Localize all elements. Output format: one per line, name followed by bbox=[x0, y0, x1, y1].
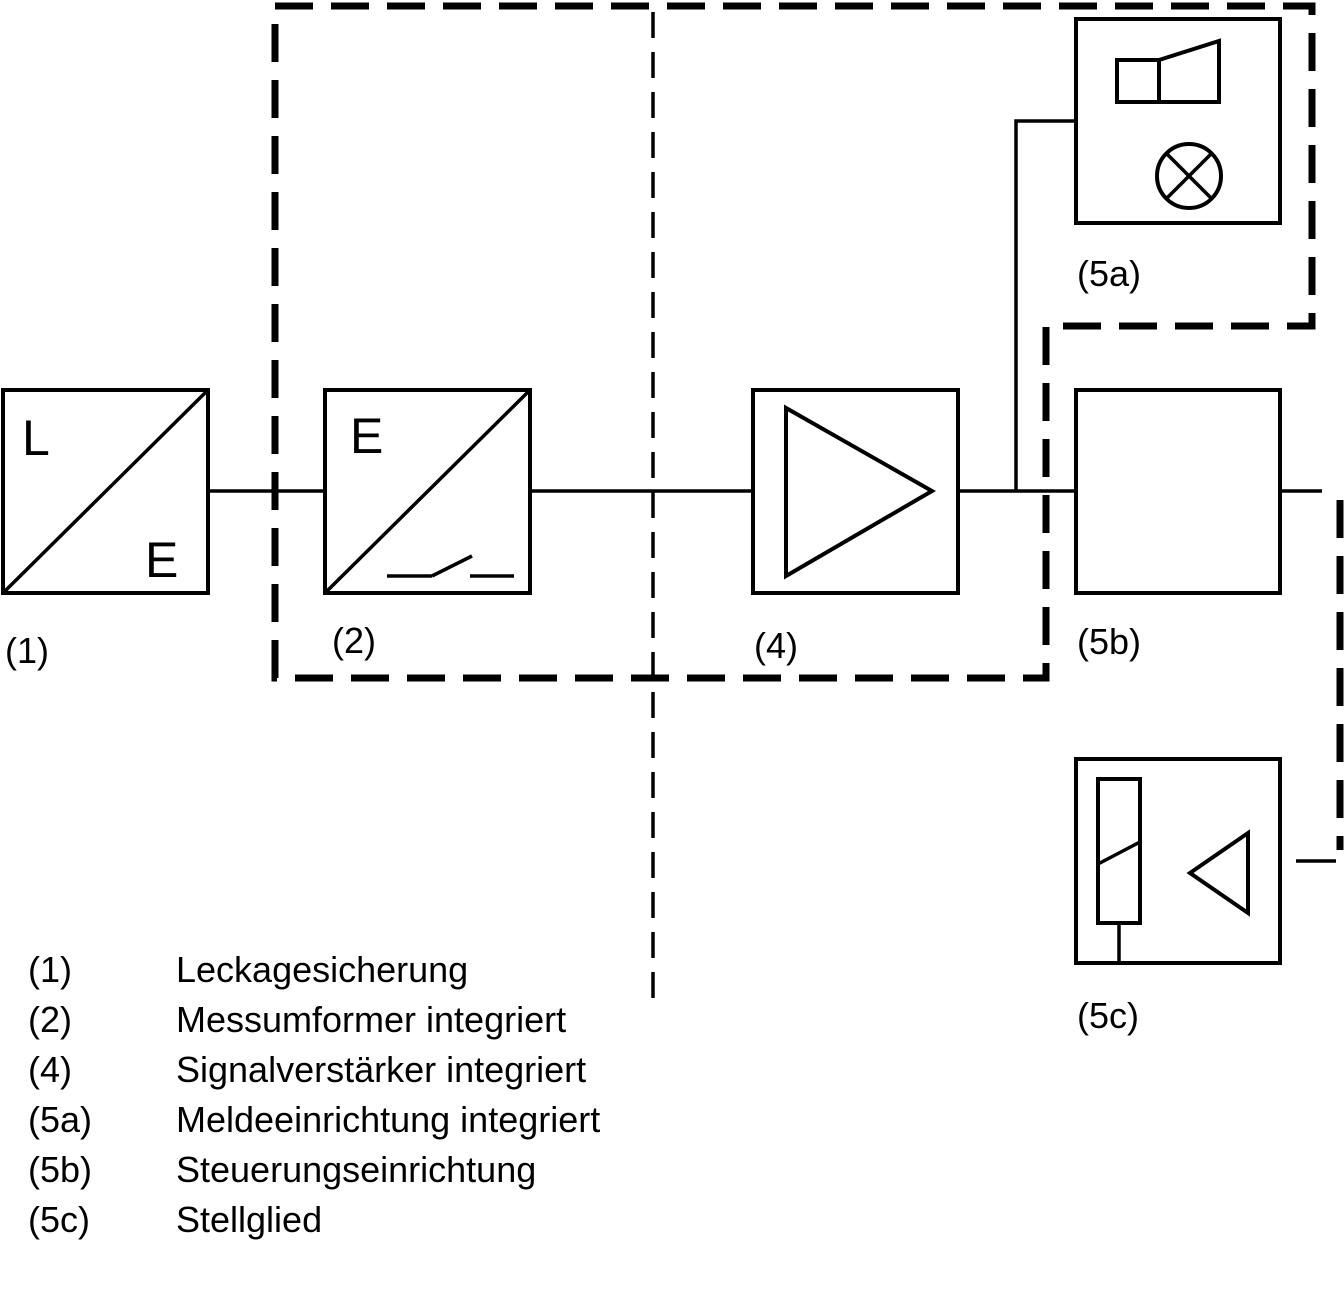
valve-triangle-icon bbox=[1186, 829, 1250, 917]
block-2-transducer: E bbox=[323, 388, 532, 595]
block-5a-alarm bbox=[1074, 17, 1282, 225]
block-5c-label: (5c) bbox=[1077, 995, 1139, 1036]
legend-text: Steuerungseinrichtung bbox=[176, 1149, 536, 1190]
block-5a-label: (5a) bbox=[1077, 253, 1141, 294]
block-4-label: (4) bbox=[754, 625, 798, 666]
solenoid-icon bbox=[1096, 777, 1142, 963]
block-1-top-letter: L bbox=[22, 410, 50, 466]
legend-key: (5a) bbox=[28, 1099, 92, 1140]
legend-text: Meldeeinrichtung integriert bbox=[176, 1099, 600, 1140]
block-5b-control bbox=[1074, 388, 1282, 595]
block-5c-actuator bbox=[1074, 757, 1282, 965]
signal-wires bbox=[208, 119, 1336, 863]
legend-key: (1) bbox=[28, 949, 72, 990]
block-1-leak-detector: L E bbox=[1, 388, 210, 595]
block-2-label: (2) bbox=[332, 620, 376, 661]
horn-icon bbox=[1115, 38, 1221, 104]
legend-key: (4) bbox=[28, 1049, 72, 1090]
block-1-label: (1) bbox=[5, 630, 49, 671]
integrated-unit-boundary bbox=[271, 2, 1316, 682]
legend-key: (5c) bbox=[28, 1199, 90, 1240]
legend-text: Leckagesicherung bbox=[176, 949, 468, 990]
legend: (1) Leckagesicherung (2) Messumformer in… bbox=[28, 949, 600, 1240]
block-1-bottom-letter: E bbox=[145, 532, 178, 588]
legend-key: (5b) bbox=[28, 1149, 92, 1190]
switch-contact-icon bbox=[387, 554, 514, 578]
block-2-top-letter: E bbox=[350, 408, 383, 464]
block-4-amplifier bbox=[751, 388, 960, 595]
legend-text: Messumformer integriert bbox=[176, 999, 566, 1040]
legend-text: Stellglied bbox=[176, 1199, 322, 1240]
signal-lamp-icon bbox=[1155, 142, 1223, 210]
legend-key: (2) bbox=[28, 999, 72, 1040]
amplifier-triangle-icon bbox=[784, 404, 937, 580]
block-5b-label: (5b) bbox=[1077, 621, 1141, 662]
legend-text: Signalverstärker integriert bbox=[176, 1049, 586, 1090]
